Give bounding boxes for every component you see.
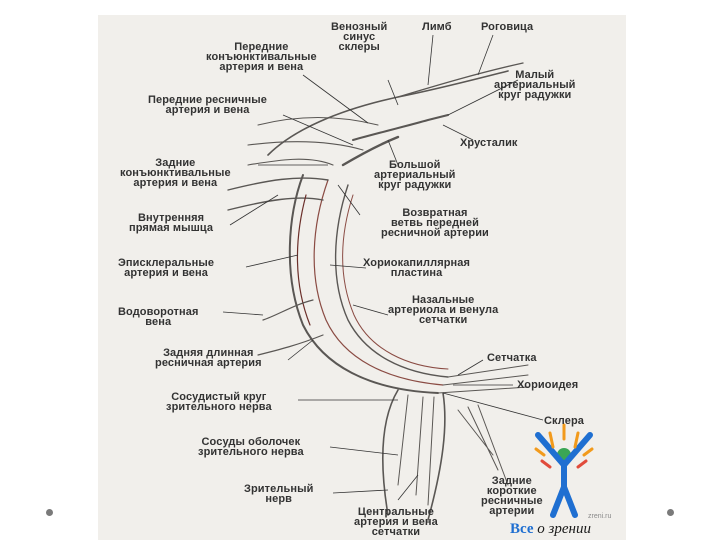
optic-nerve-left	[382, 389, 399, 516]
label-anterior-ciliary: Передние ресничные артерия и вена	[148, 94, 267, 116]
label-lens: Хрусталик	[460, 137, 518, 149]
label-minor-arterial-circle: Малый артериальный круг радужки	[494, 69, 576, 101]
label-sclera: Склера	[544, 415, 584, 427]
leader-anterior-ciliary	[282, 114, 354, 146]
label-medial-rectus: Внутренняя прямая мышца	[129, 212, 214, 234]
leader-optic-nerve	[332, 489, 389, 494]
label-posterior-long-ciliary: Задняя длинная ресничная артерия	[155, 347, 262, 369]
label-major-arterial-circle: Большой артериальный круг радужки	[374, 159, 456, 191]
leader-vortex	[222, 311, 264, 316]
leader-choriocapillary	[329, 264, 367, 269]
episcleral-vessels	[296, 194, 311, 326]
globe-wall-outer	[288, 174, 439, 394]
label-vascular-circle: Сосудистый круг зрительного нерва	[166, 391, 272, 413]
leader-major-circle	[387, 139, 399, 166]
globe-wall-inner	[334, 184, 449, 378]
logo-site: zreni.ru	[588, 513, 612, 520]
eye-vessel-drawing	[222, 34, 594, 521]
choroid-band	[313, 179, 444, 386]
prev-slide-dot[interactable]	[46, 509, 53, 516]
leader-limb	[427, 34, 434, 86]
label-nasal-arteriole: Назальные артериола и венула сетчатки	[388, 294, 499, 326]
logo-wordmark: Все о зрении	[510, 521, 591, 538]
retina-layers-right	[437, 364, 529, 394]
muscle-outline	[227, 177, 329, 211]
logo-figure	[534, 423, 594, 518]
leader-anterior-conjunctival	[302, 74, 369, 124]
leader-recurrent	[337, 184, 361, 216]
leader-sheath	[329, 446, 399, 456]
label-episcleral: Эписклеральные артерия и вена	[118, 257, 215, 279]
logo-word-all: Все	[510, 521, 534, 537]
label-venous-sinus: Венозный синус склеры	[331, 21, 388, 53]
ciliary-body	[341, 135, 400, 167]
eye-blood-supply-figure: Венозный синус склеры Лимб Роговица Пере…	[98, 15, 626, 540]
label-choriocapillary: Хориокапиллярная пластина	[363, 257, 471, 279]
iris	[352, 114, 449, 141]
label-choroid: Хориоидея	[517, 379, 579, 391]
label-optic-nerve: Зрительный нерв	[244, 483, 314, 505]
posterior-conjunctival-vessels	[247, 158, 334, 166]
label-posterior-short-ciliary: Задние короткие ресничные артерии	[481, 475, 543, 517]
label-anterior-conjunctival: Передние конъюнктивальные артерия и вена	[206, 41, 317, 73]
retinal-arteriole	[342, 194, 449, 370]
label-cornea: Роговица	[481, 21, 534, 33]
logo-word-vision: о зрении	[533, 521, 591, 537]
long-posterior-ciliary	[257, 334, 324, 356]
label-recurrent-branch: Возвратная ветвь передней ресничной арте…	[381, 207, 489, 239]
leader-sclera	[442, 392, 544, 421]
anterior-ciliary-vessels	[247, 141, 364, 151]
label-posterior-conjunctival: Задние конъюнктивальные артерия и вена	[120, 157, 231, 189]
leader-episcleral	[245, 254, 299, 268]
leader-minor-circle	[447, 79, 519, 116]
short-posterior-ciliary	[457, 404, 509, 486]
label-central-vessels: Центральные артерия и вена сетчатки	[354, 506, 438, 538]
leader-retina	[457, 359, 484, 376]
leader-nasal-arteriole	[352, 304, 389, 316]
sheath-lines	[397, 394, 435, 506]
optic-nerve-right	[427, 392, 446, 521]
label-vortex-vein: Водоворотная вена	[118, 306, 199, 328]
label-retina: Сетчатка	[487, 352, 537, 364]
leader-medial-rectus	[229, 194, 279, 226]
cornea-line	[397, 62, 524, 98]
next-slide-dot[interactable]	[667, 509, 674, 516]
leader-cornea	[477, 34, 494, 76]
leader-central	[397, 474, 419, 501]
label-limb: Лимб	[422, 21, 452, 33]
label-sheath-vessels: Сосуды оболочек зрительного нерва	[198, 436, 304, 458]
anterior-conjunctival-vessels	[257, 116, 379, 126]
leader-long-ciliary	[287, 339, 314, 361]
vortex-vein	[262, 299, 314, 321]
leader-venous-sinus	[387, 79, 399, 106]
leader-lens	[442, 124, 474, 141]
